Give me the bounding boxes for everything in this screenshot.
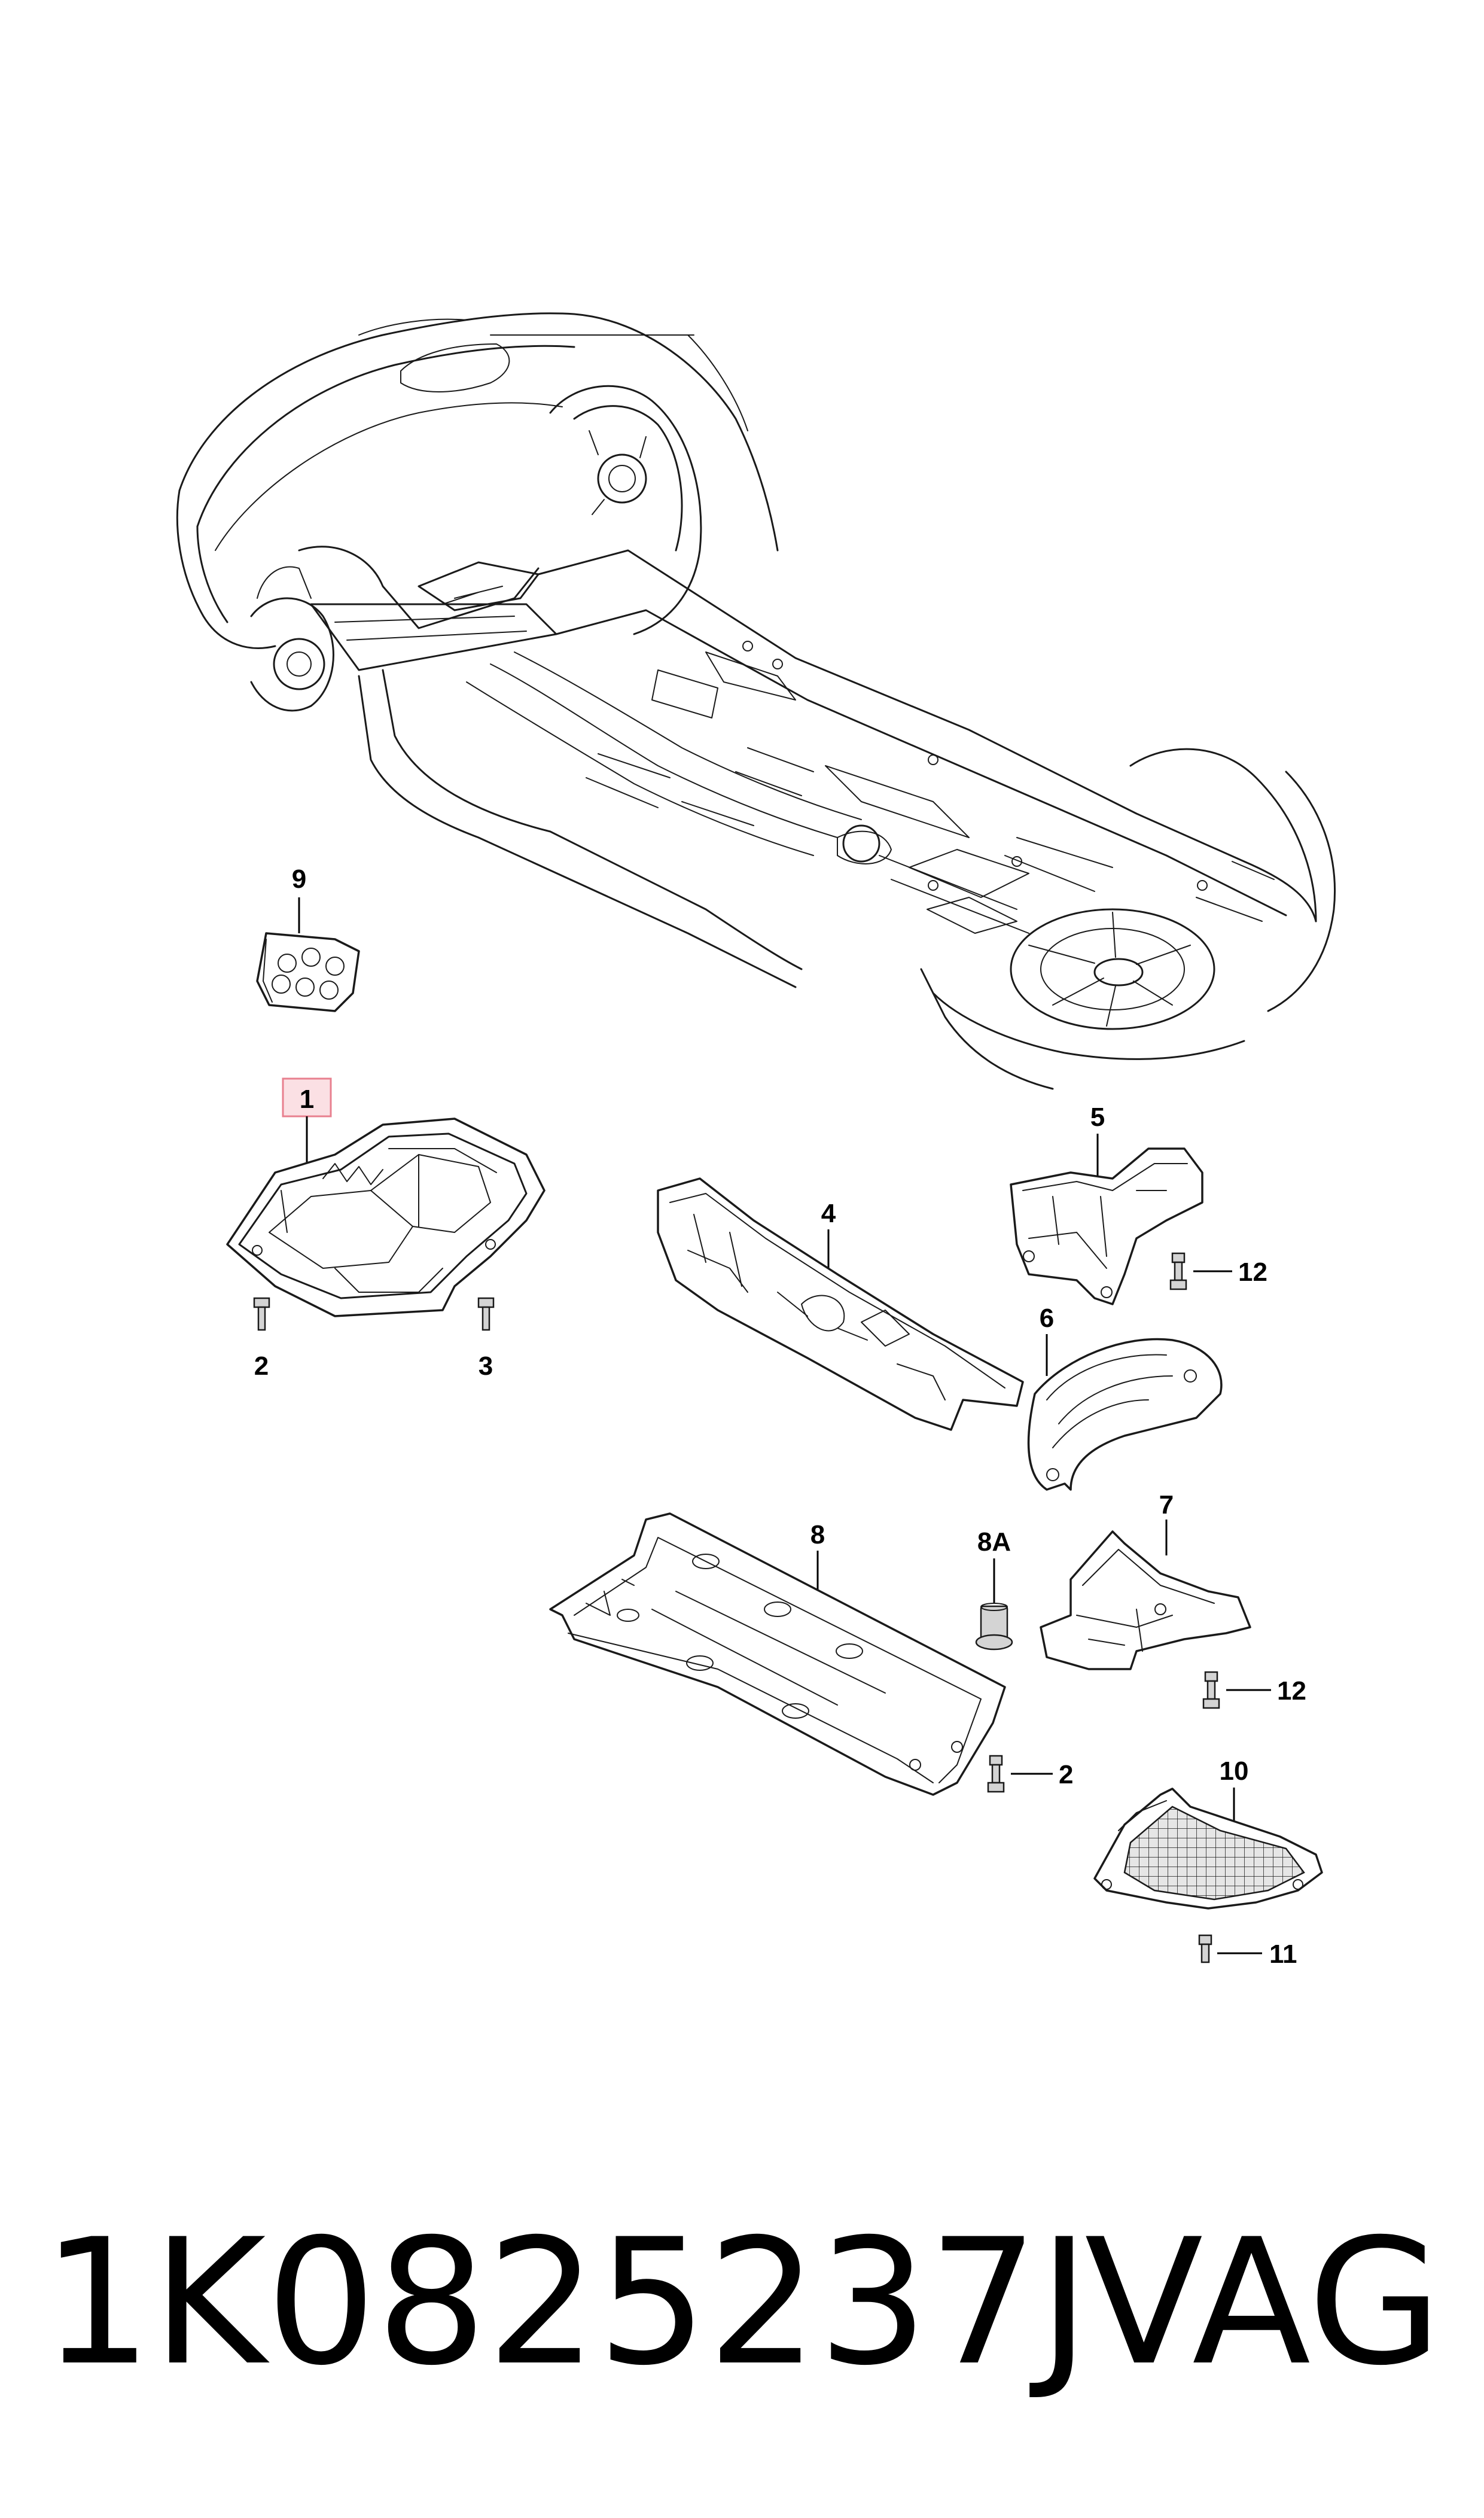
part-9-cover-plate <box>256 932 360 1012</box>
callout-11: 11 <box>1269 1940 1297 1969</box>
part-1-engine-undertray <box>226 1118 546 1317</box>
screw-12-lower <box>1202 1671 1220 1709</box>
callout-6: 6 <box>1040 1304 1054 1333</box>
callout-4: 4 <box>821 1199 836 1228</box>
brand-label: VAG <box>1084 2202 1442 2404</box>
screw-12-upper <box>1169 1252 1187 1290</box>
callout-12-lower: 12 <box>1277 1676 1306 1706</box>
callout-2-rear: 2 <box>1059 1760 1073 1789</box>
part-7-heat-shield <box>1040 1530 1251 1670</box>
caption-bar: 1K0825237J VAG <box>0 2184 1484 2423</box>
callout-8: 8 <box>810 1520 825 1549</box>
callout-5: 5 <box>1090 1103 1105 1132</box>
part-10-mesh-guard <box>1093 1788 1323 1910</box>
callout-1: 1 <box>300 1085 314 1114</box>
callout-1-highlight-box <box>282 1077 332 1118</box>
screw-2-front <box>253 1297 270 1331</box>
screw-3 <box>477 1297 495 1331</box>
callout-12-upper: 12 <box>1238 1258 1267 1287</box>
callout-8a: 8A <box>977 1527 1011 1557</box>
part-4-side-trim <box>657 1177 1024 1431</box>
callout-9: 9 <box>292 864 306 894</box>
callout-3: 3 <box>479 1351 493 1381</box>
car-underbody-illustration <box>176 312 1336 1090</box>
screw-11 <box>1198 1934 1212 1963</box>
part-6-heat-shield <box>1027 1338 1223 1491</box>
screw-2-rear <box>987 1755 1005 1793</box>
callout-7: 7 <box>1159 1490 1174 1520</box>
part-5-heat-shield <box>1010 1147 1203 1305</box>
callout-10: 10 <box>1220 1756 1249 1786</box>
part-8a-clip-nut <box>975 1603 1013 1651</box>
callout-2-front: 2 <box>254 1351 269 1381</box>
part-number-label: 1K0825237J <box>42 2202 1090 2404</box>
part-8-underbody-panel <box>549 1512 1006 1796</box>
